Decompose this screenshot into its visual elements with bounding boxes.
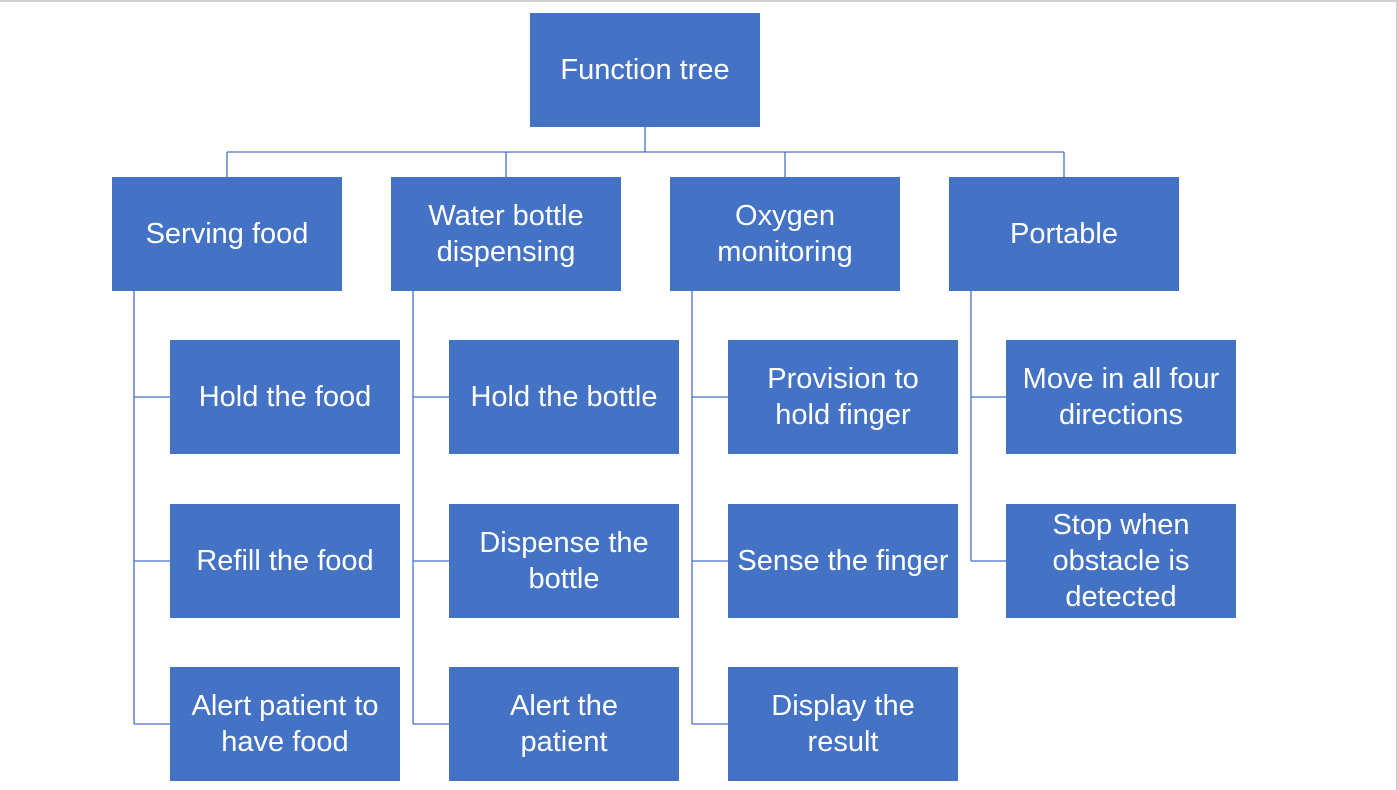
- window-right-border: [1396, 0, 1398, 790]
- root-node-function-tree: Function tree: [530, 13, 760, 127]
- window-top-border: [0, 0, 1398, 2]
- function-display-the-result: Display the result: [728, 667, 958, 781]
- function-hold-the-bottle: Hold the bottle: [449, 340, 679, 454]
- function-provision-to-hold-finger: Provision to hold finger: [728, 340, 958, 454]
- category-portable: Portable: [949, 177, 1179, 291]
- function-sense-the-finger: Sense the finger: [728, 504, 958, 618]
- function-refill-the-food: Refill the food: [170, 504, 400, 618]
- category-water-bottle-dispensing: Water bottle dispensing: [391, 177, 621, 291]
- function-dispense-the-bottle: Dispense the bottle: [449, 504, 679, 618]
- function-move-in-all-four-directions: Move in all four directions: [1006, 340, 1236, 454]
- function-alert-patient-to-have-food: Alert patient to have food: [170, 667, 400, 781]
- category-serving-food: Serving food: [112, 177, 342, 291]
- category-oxygen-monitoring: Oxygen monitoring: [670, 177, 900, 291]
- function-stop-when-obstacle-is-detected: Stop when obstacle is detected: [1006, 504, 1236, 618]
- function-alert-the-patient: Alert the patient: [449, 667, 679, 781]
- function-hold-the-food: Hold the food: [170, 340, 400, 454]
